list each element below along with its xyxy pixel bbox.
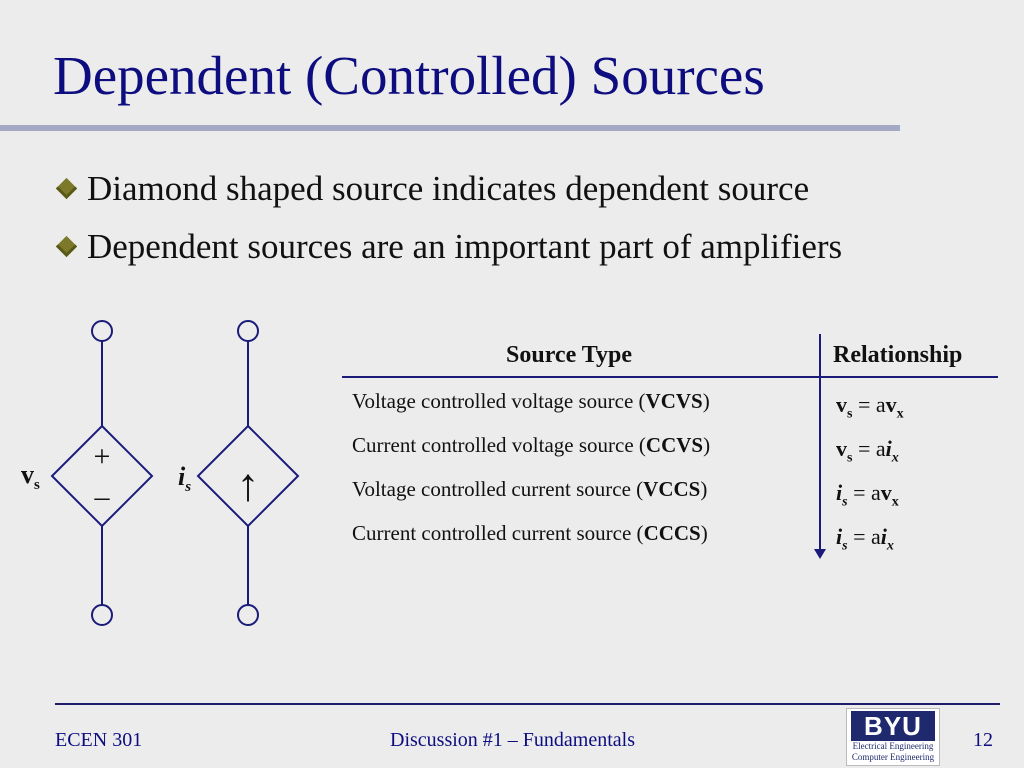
terminal-circle xyxy=(237,604,259,626)
page-number: 12 xyxy=(973,729,993,751)
source-type-cell: Current controlled current source (CCCS) xyxy=(352,521,708,545)
source-type-cell: Voltage controlled voltage source (VCVS) xyxy=(352,389,710,413)
relationship-cell: vs = avx xyxy=(836,392,904,422)
bullet-text: Dependent sources are an important part … xyxy=(87,227,843,266)
voltage-label: vs xyxy=(21,460,40,494)
plus-sign: + xyxy=(94,440,111,473)
terminal-circle xyxy=(91,604,113,626)
header-source-type: Source Type xyxy=(506,342,633,368)
dependent-source-symbols: + – ↑ xyxy=(50,320,300,626)
header-relationship: Relationship xyxy=(833,342,963,368)
bullet-list: Diamond shaped source indicates dependen… xyxy=(56,160,842,276)
up-arrow-icon: ↑ xyxy=(237,459,260,510)
slide-title: Dependent (Controlled) Sources xyxy=(53,45,765,106)
footer-course: ECEN 301 xyxy=(55,729,143,751)
relationship-cell: is = avx xyxy=(836,480,899,510)
bullet-text: Diamond shaped source indicates dependen… xyxy=(87,169,810,208)
current-label: is xyxy=(178,462,192,496)
relationship-cell: vs = aix xyxy=(836,436,899,466)
minus-sign: – xyxy=(94,480,111,513)
source-type-cell: Current controlled voltage source (CCVS) xyxy=(352,433,711,457)
title-divider xyxy=(0,125,900,131)
byu-logo: BYU Electrical Engineering Computer Engi… xyxy=(846,708,940,766)
footer-divider xyxy=(55,703,1000,705)
footer-topic: Discussion #1 – Fundamentals xyxy=(390,729,635,751)
bullet-item: Diamond shaped source indicates dependen… xyxy=(56,160,842,218)
relationship-cell: is = aix xyxy=(836,524,894,554)
bullet-item: Dependent sources are an important part … xyxy=(56,218,842,276)
source-type-cell: Voltage controlled current source (VCCS) xyxy=(352,477,708,501)
